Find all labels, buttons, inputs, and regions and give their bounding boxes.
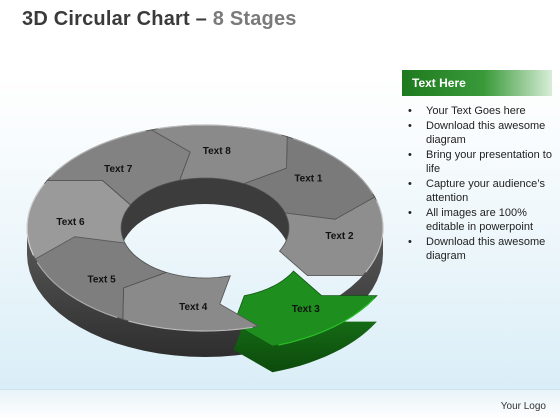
stage-2-label: Text 2 — [325, 231, 354, 242]
bullet-item: All images are 100% editable in powerpoi… — [402, 206, 552, 235]
bullet-item: Capture your audience’s attention — [402, 177, 552, 206]
bullet-item: Your Text Goes here — [402, 104, 552, 119]
stage-2-highlight — [365, 200, 384, 273]
text-panel: Text Here Your Text Goes here Download t… — [402, 70, 552, 264]
stage-3-highlight — [278, 298, 375, 346]
stage-8-label: Text 8 — [203, 146, 232, 157]
title-subtitle: 8 Stages — [212, 8, 297, 30]
stage-labels: Text 1 Text 2 Text 3 Text 4 Text 5 Text 6 Text… — [56, 146, 354, 315]
ring-inner-side — [121, 178, 289, 254]
stage-6-label: Text 6 — [56, 217, 85, 228]
bullet-item: Download this awesome diagram — [402, 119, 552, 148]
page-title: 3D Circular Chart – 8 Stages — [22, 8, 297, 31]
panel-header: Text Here — [402, 70, 552, 96]
title-main: 3D Circular Chart — [22, 8, 190, 30]
logo-placeholder: Your Logo — [500, 401, 546, 412]
stage-4-label: Text 4 — [179, 302, 208, 313]
stage-8-highlight — [157, 124, 282, 136]
bullet-item: Download this awesome diagram — [402, 235, 552, 264]
stage-5-label: Text 5 — [88, 275, 117, 286]
stage-1-label: Text 1 — [294, 174, 323, 185]
stage-4-highlight — [128, 320, 253, 332]
title-separator: – — [189, 8, 213, 30]
bullet-item: Bring your presentation to life — [402, 148, 552, 177]
stage-5-highlight — [36, 262, 118, 319]
footer: Your Logo — [0, 389, 560, 420]
stage-7-highlight — [49, 130, 146, 178]
stage-7-label: Text 7 — [104, 164, 133, 175]
stage-3-label: Text 3 — [292, 304, 321, 315]
stage-1-highlight — [292, 137, 374, 194]
ring — [26, 124, 384, 373]
stage-6-highlight — [26, 183, 45, 256]
bullet-list: Your Text Goes here Download this awesom… — [402, 104, 552, 264]
